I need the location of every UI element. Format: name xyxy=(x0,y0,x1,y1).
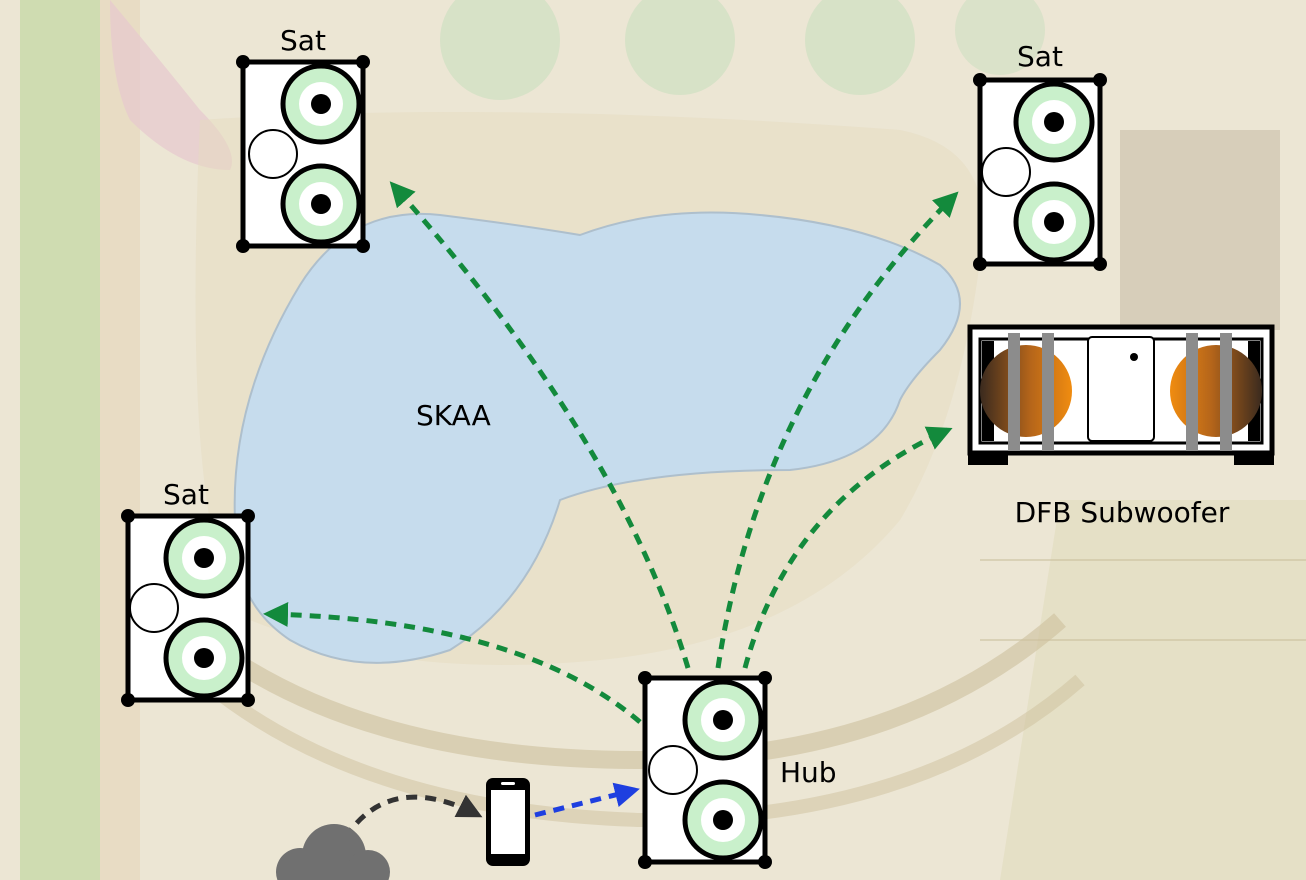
link-phone-to-hub xyxy=(534,782,640,818)
hub-label: Hub xyxy=(780,756,837,789)
sat-left-label: Sat xyxy=(163,478,209,511)
skaa-label: SKAA xyxy=(416,399,491,432)
speaker-icon xyxy=(121,509,255,707)
speaker-icon xyxy=(638,671,772,869)
sat-top-left-label: Sat xyxy=(280,24,326,57)
link-hub-to-sat-top-left xyxy=(389,181,691,669)
link-hub-to-subwoofer xyxy=(742,426,953,669)
speaker-icon xyxy=(973,73,1107,271)
sat-top-right-label: Sat xyxy=(1017,40,1063,73)
link-hub-to-sat-top-right xyxy=(715,191,959,669)
wireless-links xyxy=(263,181,959,724)
link-hub-to-sat-left xyxy=(263,601,642,724)
subwoofer-icon xyxy=(967,324,1275,465)
phone-icon xyxy=(486,778,530,866)
speaker-icon xyxy=(236,55,370,253)
pool-shape xyxy=(233,211,961,664)
subwoofer-label: DFB Subwoofer xyxy=(1015,496,1230,529)
cloud-icon xyxy=(276,824,390,880)
